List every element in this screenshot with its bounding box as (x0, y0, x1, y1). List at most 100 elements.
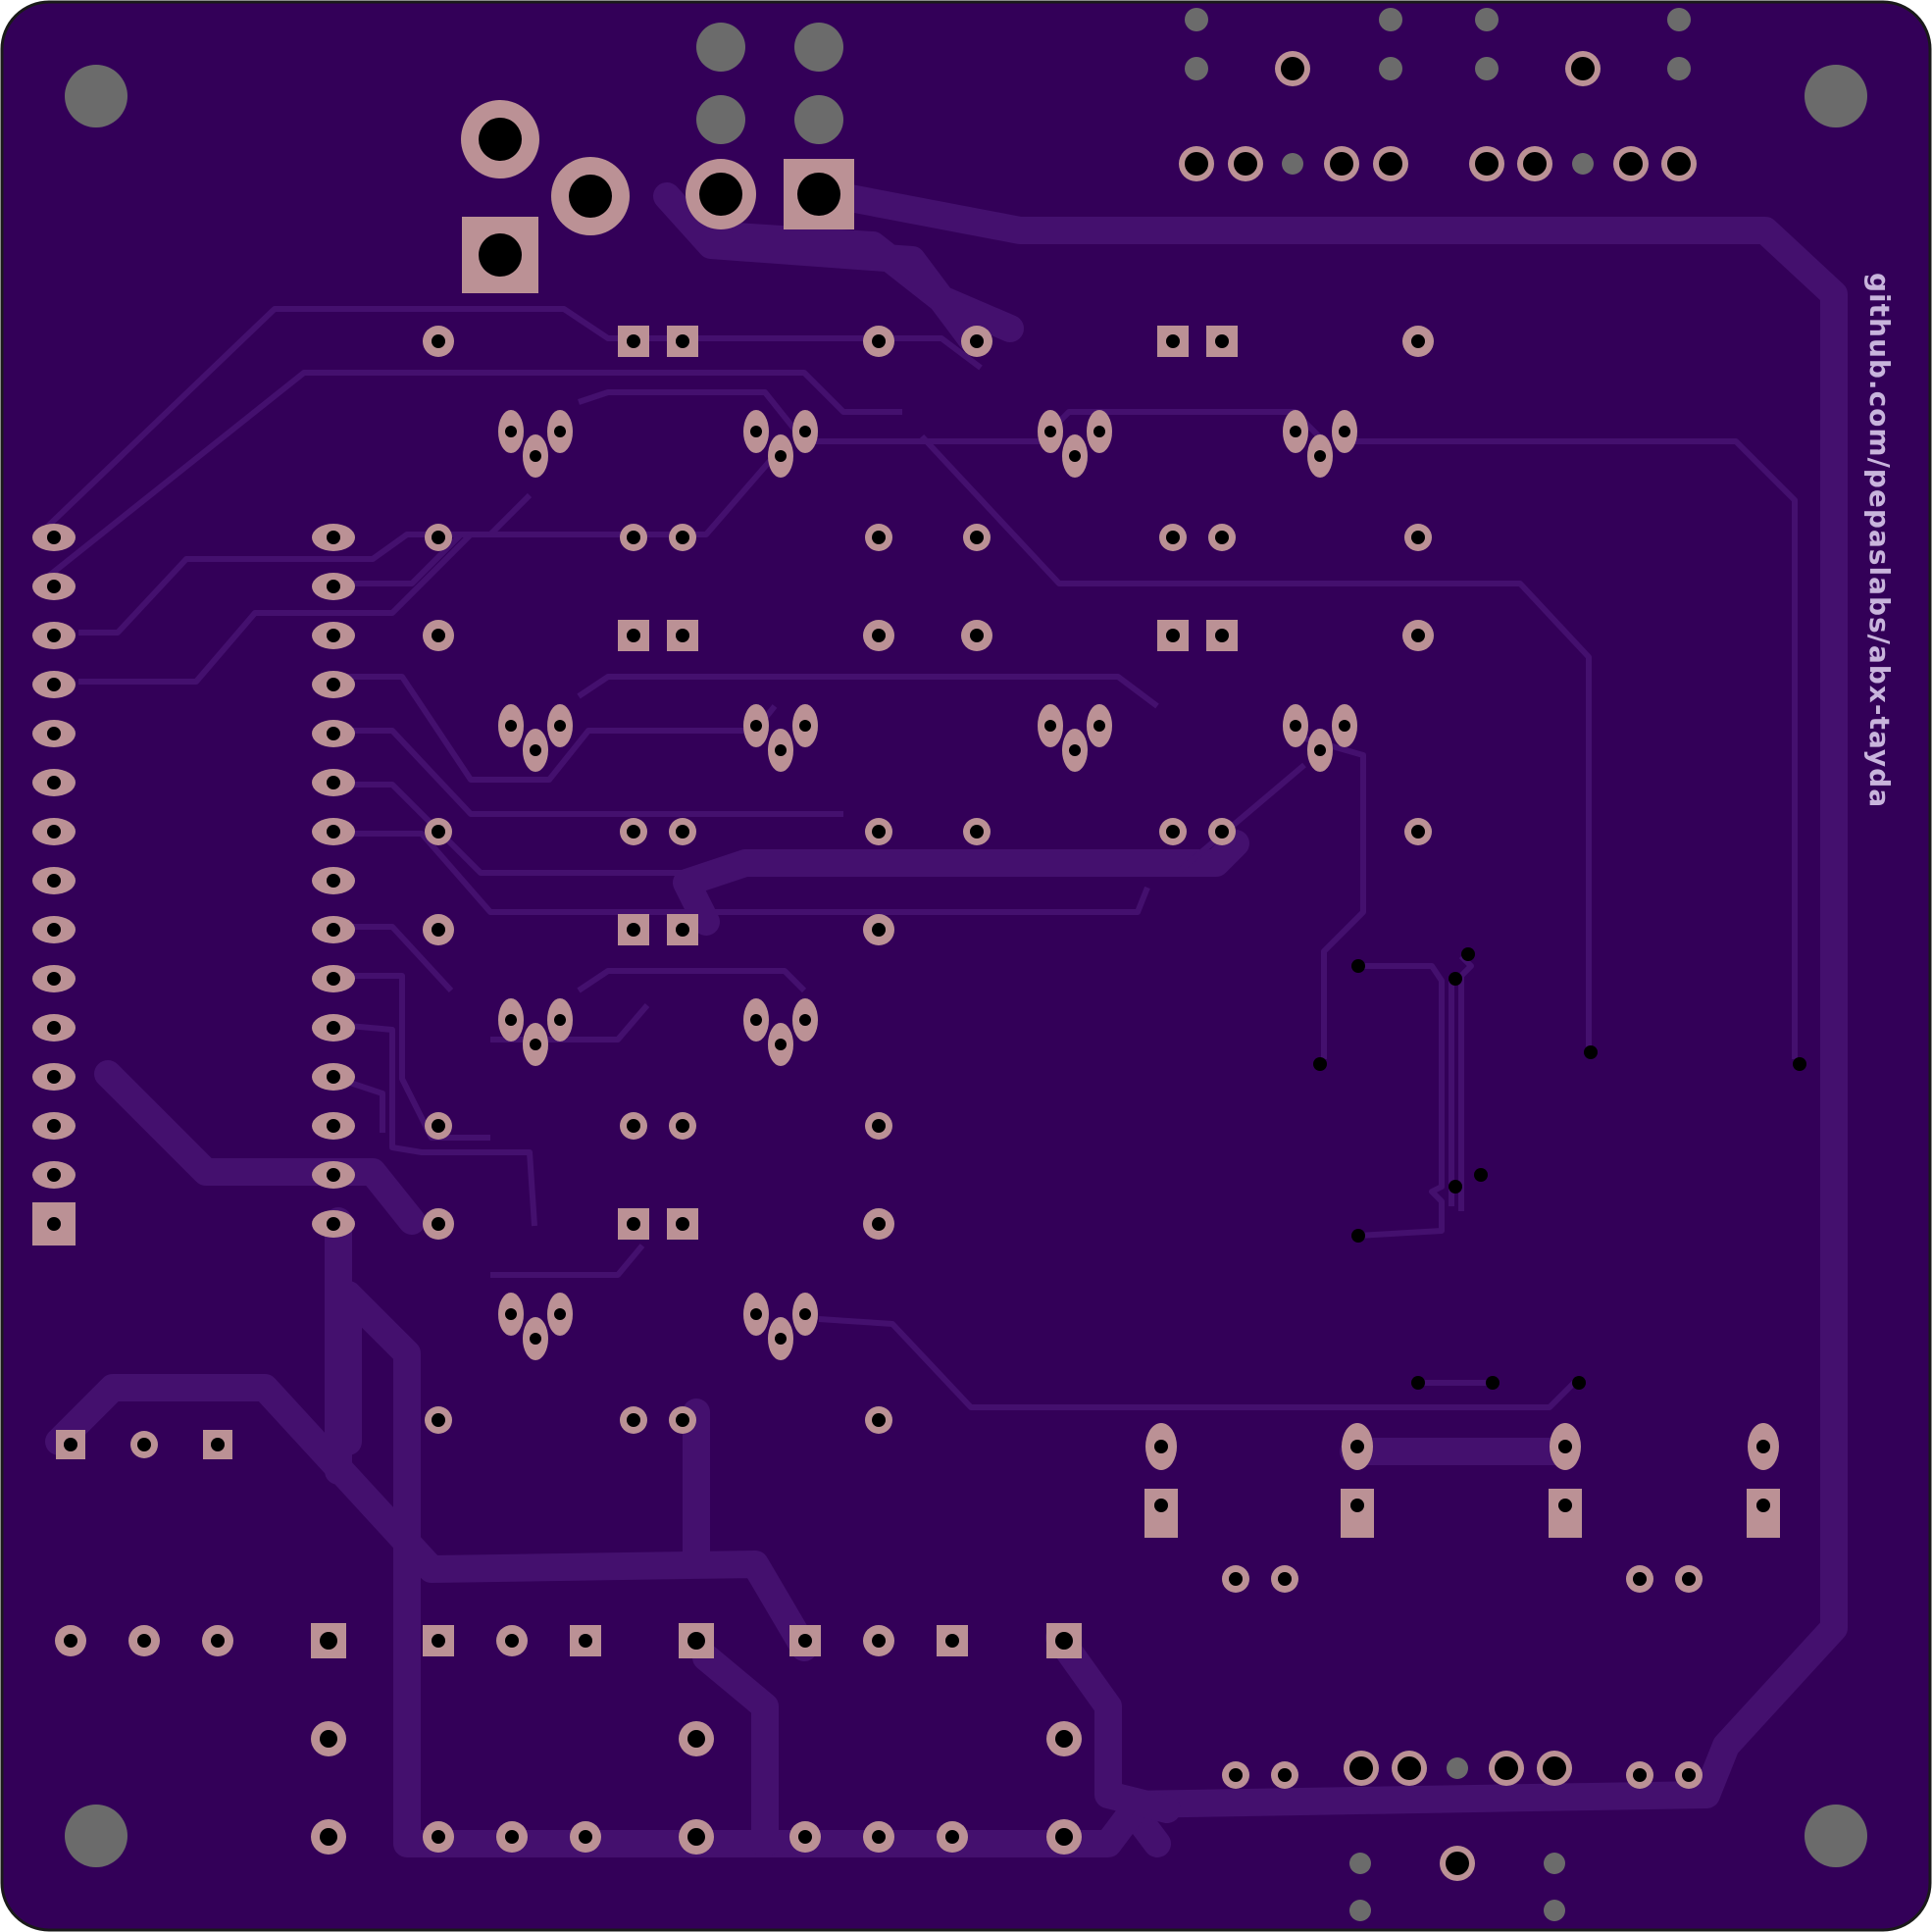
drill-hole (775, 1333, 787, 1345)
npth-hole (1667, 57, 1691, 80)
drill-hole (579, 1830, 592, 1844)
drill-hole (432, 334, 445, 348)
npth-hole (794, 23, 843, 72)
via (1793, 1057, 1806, 1071)
drill-hole (320, 1730, 337, 1748)
drill-hole (1044, 720, 1056, 732)
drill-hole (1339, 426, 1350, 437)
drill-hole (47, 825, 61, 839)
drill-hole (1411, 531, 1425, 544)
drill-hole (1290, 426, 1301, 437)
drill-hole (1523, 152, 1547, 176)
drill-hole (505, 1014, 517, 1026)
drill-hole (687, 1828, 705, 1846)
drill-hole (432, 1413, 445, 1427)
drill-hole (579, 1634, 592, 1648)
drill-hole (970, 334, 984, 348)
drill-hole (530, 1333, 541, 1345)
drill-hole (872, 1217, 886, 1231)
drill-hole (872, 1119, 886, 1133)
drill-hole (1166, 825, 1180, 839)
drill-hole (627, 923, 640, 937)
npth-hole (696, 95, 745, 144)
drill-hole (47, 1021, 61, 1035)
drill-hole (320, 1828, 337, 1846)
drill-hole (47, 874, 61, 888)
npth-hole (1447, 1757, 1468, 1779)
drill-hole (970, 629, 984, 642)
drill-hole (432, 1634, 445, 1648)
drill-hole (47, 580, 61, 593)
drill-hole (327, 629, 340, 642)
drill-hole (750, 426, 762, 437)
drill-hole (1166, 629, 1180, 642)
pads (32, 51, 1780, 1881)
drill-hole (1682, 1572, 1696, 1586)
npth-hole (1349, 1853, 1371, 1874)
drill-hole (872, 334, 886, 348)
drill-hole (554, 720, 566, 732)
drill-hole (1166, 334, 1180, 348)
drill-hole (1215, 825, 1229, 839)
drill-hole (1350, 1499, 1364, 1512)
drill-hole (530, 1039, 541, 1050)
via (1449, 1180, 1462, 1194)
drill-hole (1185, 152, 1208, 176)
drill-hole (327, 1119, 340, 1133)
via (1572, 1376, 1586, 1390)
relay-pad (1747, 1489, 1780, 1538)
drill-hole (1398, 1756, 1421, 1780)
drill-hole (327, 1168, 340, 1182)
drill-hole (47, 629, 61, 642)
drill-hole (872, 825, 886, 839)
drill-hole (1446, 1852, 1469, 1875)
drill-hole (872, 1830, 886, 1844)
drill-hole (47, 776, 61, 789)
drill-hole (47, 1168, 61, 1182)
drill-hole (327, 580, 340, 593)
drill-hole (505, 720, 517, 732)
drill-hole (676, 825, 689, 839)
drill-hole (676, 923, 689, 937)
drill-hole (1682, 1768, 1696, 1782)
drill-hole (1475, 152, 1499, 176)
via (1449, 972, 1462, 986)
drill-hole (47, 1070, 61, 1084)
drill-hole (799, 1308, 811, 1320)
drill-hole (211, 1634, 225, 1648)
npth-hole (1544, 1853, 1565, 1874)
drill-hole (1278, 1768, 1292, 1782)
drill-hole (627, 1413, 640, 1427)
drill-hole (872, 531, 886, 544)
drill-hole (1215, 629, 1229, 642)
drill-hole (432, 629, 445, 642)
drill-hole (1215, 334, 1229, 348)
drill-hole (1093, 426, 1105, 437)
drill-hole (505, 1830, 519, 1844)
drill-hole (799, 1014, 811, 1026)
drill-hole (945, 1830, 959, 1844)
drill-hole (1055, 1632, 1073, 1650)
relay-pad (1144, 1489, 1178, 1538)
npth-hole (1185, 57, 1208, 80)
drill-hole (327, 531, 340, 544)
via (1461, 947, 1475, 961)
drill-hole (47, 1119, 61, 1133)
drill-hole (750, 1308, 762, 1320)
via (1474, 1168, 1488, 1182)
drill-hole (327, 727, 340, 740)
drill-hole (1215, 531, 1229, 544)
drill-hole (775, 450, 787, 462)
drill-hole (676, 334, 689, 348)
drill-hole (1154, 1440, 1168, 1453)
mounting-hole-top-left (65, 65, 127, 127)
drill-hole (1558, 1499, 1572, 1512)
drill-hole (327, 923, 340, 937)
drill-hole (505, 1634, 519, 1648)
npth-hole (1667, 8, 1691, 31)
npth-hole (1544, 1900, 1565, 1921)
drill-hole (432, 825, 445, 839)
drill-hole (64, 1634, 77, 1648)
drill-hole (750, 1014, 762, 1026)
drill-hole (432, 1217, 445, 1231)
